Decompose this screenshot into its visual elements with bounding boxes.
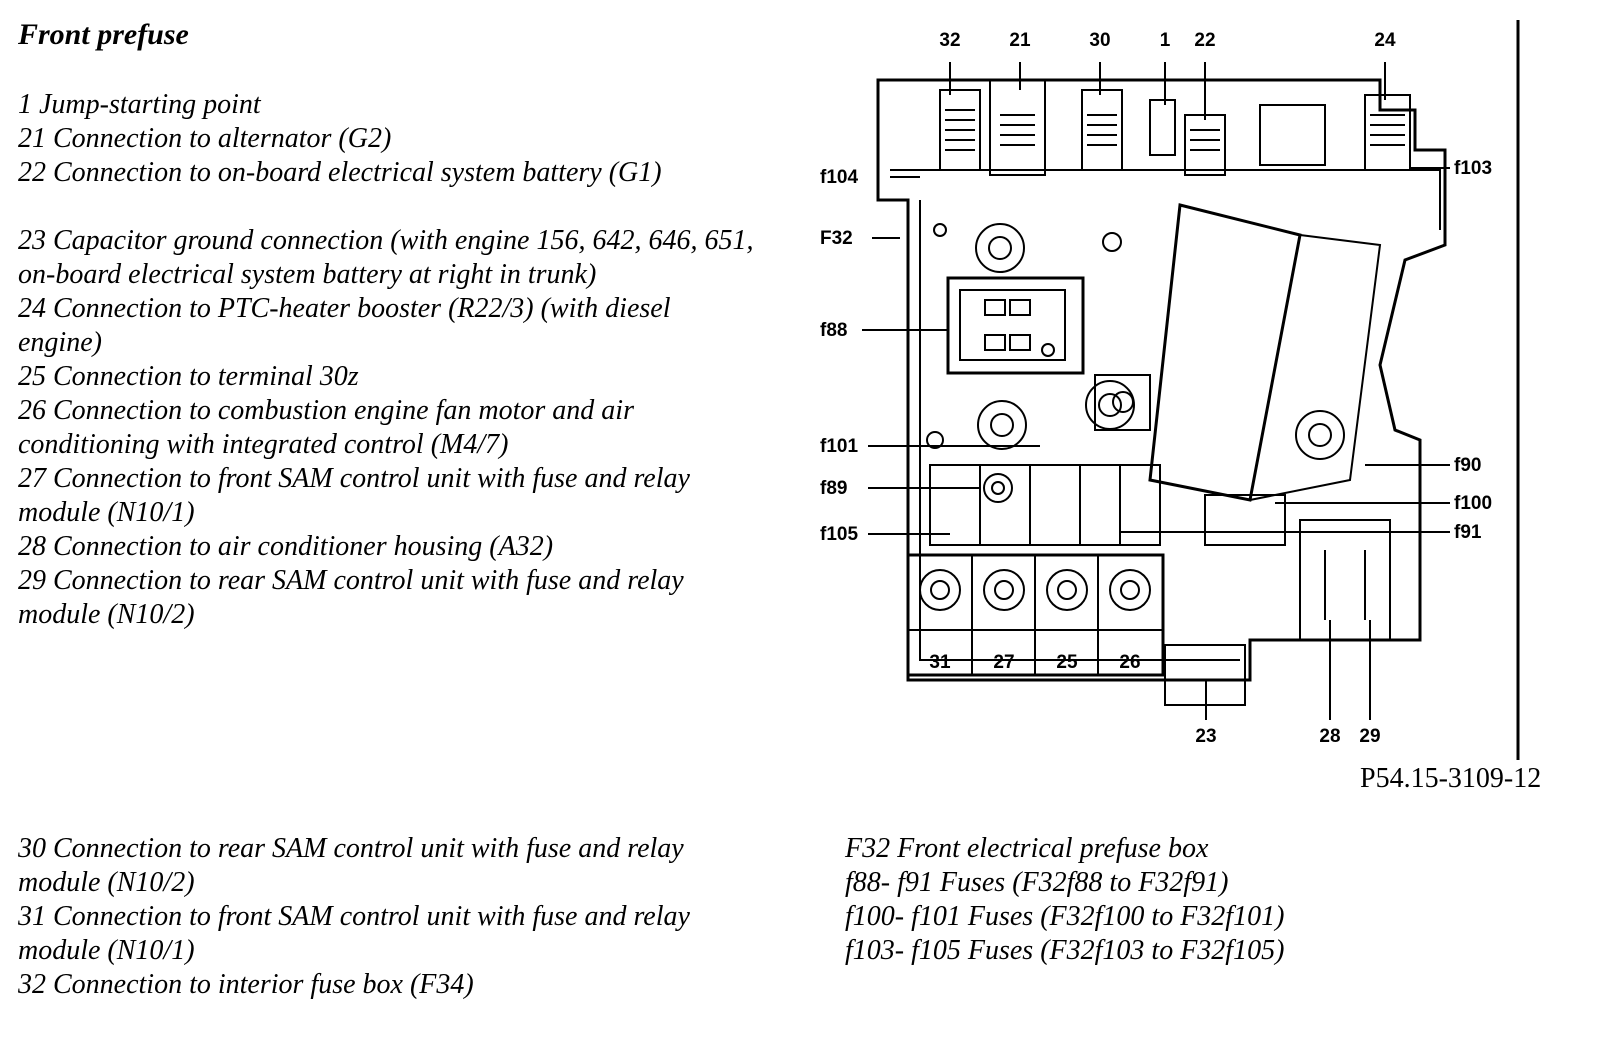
legend-item: 22 Connection to on-board electrical sys… [18,157,662,188]
label-30: 30 [1089,30,1110,51]
label-f89: f89 [820,478,847,499]
legend-item: 30 Connection to rear SAM control unit w… [18,833,684,898]
prefuse-box-diagram: 32 21 30 1 22 24 f104 F32 f88 f101 f89 f… [820,20,1520,760]
label-28: 28 [1319,726,1340,747]
legend-item: f88- f91 Fuses (F32f88 to F32f91) [845,867,1229,898]
housing-top-rail [890,169,1441,230]
label-31: 31 [929,652,951,673]
label-1: 1 [1160,30,1171,51]
legend-item: 27 Connection to front SAM control unit … [18,463,690,528]
label-f103: f103 [1454,158,1492,179]
label-26: 26 [1119,652,1140,673]
label-F32: F32 [820,228,853,249]
label-24: 24 [1374,30,1396,51]
legend-item: 23 Capacitor ground connection (with eng… [18,225,754,290]
legend-item: 1 Jump-starting point [18,89,261,120]
bottom-terminal-block [906,553,1246,706]
legend-group-1: 1 Jump-starting point 21 Connection to a… [18,88,758,190]
legend-item: 29 Connection to rear SAM control unit w… [18,565,684,630]
label-29: 29 [1359,726,1380,747]
legend-group-3: 30 Connection to rear SAM control unit w… [18,832,758,1002]
legend-item: 28 Connection to air conditioner housing… [18,531,554,562]
legend-item: 31 Connection to front SAM control unit … [18,901,690,966]
label-22: 22 [1194,30,1215,51]
label-32: 32 [939,30,960,51]
legend-item: f103- f105 Fuses (F32f103 to F32f105) [845,935,1285,966]
label-f104: f104 [820,167,858,188]
figure-code: P54.15-3109-12 [1360,763,1542,794]
label-21: 21 [1009,30,1031,51]
relay-block [1094,203,1382,502]
fuse-f88-module [946,276,1085,375]
fuse-strip [929,464,1391,641]
legend-group-2: 23 Capacitor ground connection (with eng… [18,224,758,632]
leader-lines [862,62,1450,720]
label-27: 27 [993,652,1014,673]
main-bolts [926,223,1345,503]
label-25: 25 [1056,652,1078,673]
legend-group-4: F32 Front electrical prefuse box f88- f9… [845,832,1545,968]
legend-item: 24 Connection to PTC-heater booster (R22… [18,293,671,358]
label-f105: f105 [820,524,858,545]
label-f100: f100 [1454,493,1492,514]
legend-item: f100- f101 Fuses (F32f100 to F32f101) [845,901,1285,932]
top-connectors [939,79,1411,176]
label-f91: f91 [1454,522,1482,543]
page-title: Front prefuse [18,18,189,51]
legend-item: 21 Connection to alternator (G2) [18,123,392,154]
housing-inner-frame [919,200,1240,661]
legend-item: F32 Front electrical prefuse box [845,833,1209,864]
legend-item: 26 Connection to combustion engine fan m… [18,395,634,460]
label-f101: f101 [820,436,858,457]
legend-item: 25 Connection to terminal 30z [18,361,359,392]
label-f90: f90 [1454,455,1481,476]
label-f88: f88 [820,320,847,341]
label-23: 23 [1195,726,1216,747]
legend-item: 32 Connection to interior fuse box (F34) [18,969,474,1000]
